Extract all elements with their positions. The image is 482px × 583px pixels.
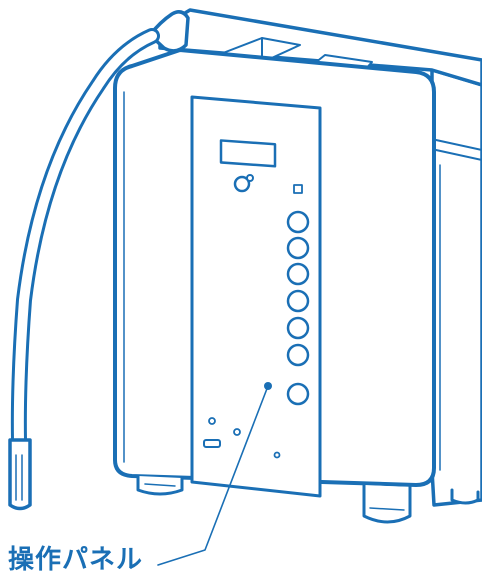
panel-button	[288, 238, 308, 258]
port-slot	[204, 440, 220, 447]
display-screen	[221, 140, 275, 166]
unit-side-body	[432, 70, 482, 505]
panel-button	[288, 384, 308, 404]
operation-panel	[192, 97, 320, 496]
panel-button	[288, 291, 308, 311]
callout-label: 操作パネル	[8, 545, 143, 575]
panel-button	[288, 212, 308, 232]
indicator-icon	[294, 185, 302, 193]
panel-button	[288, 318, 308, 338]
panel-button	[288, 264, 308, 284]
panel-button	[288, 345, 308, 365]
